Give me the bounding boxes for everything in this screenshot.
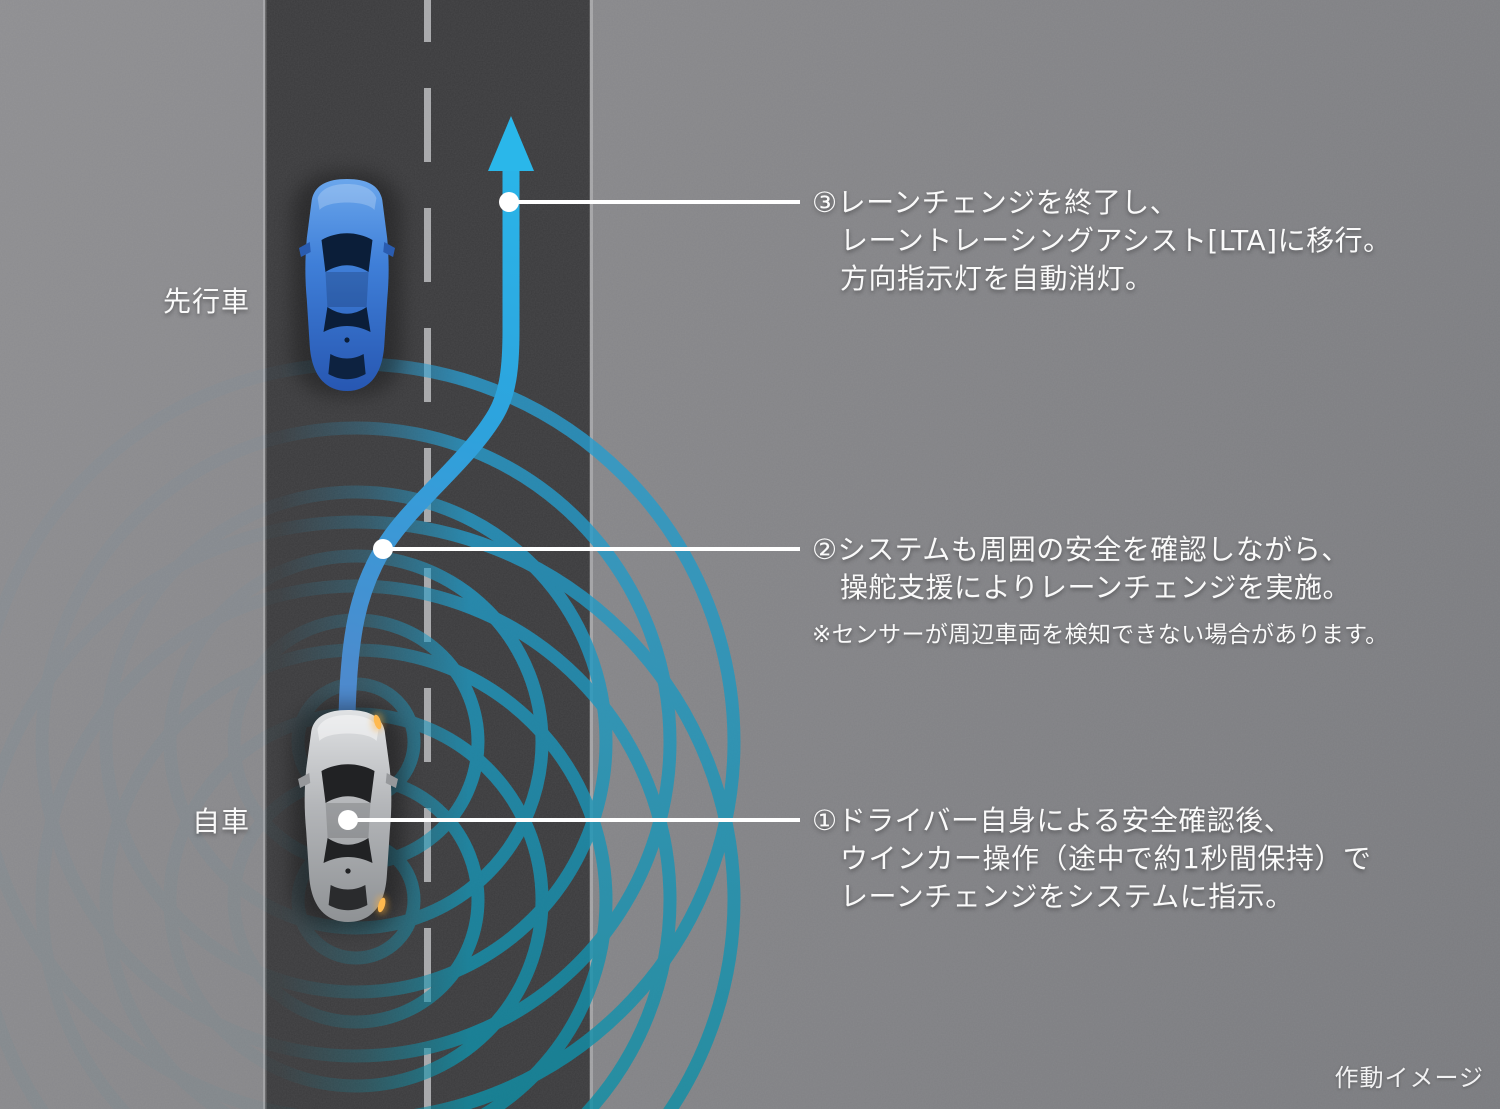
step1-line-1: ①ドライバー自身による安全確認後、: [812, 804, 1293, 837]
road-edge-line-right: [589, 0, 593, 1109]
left-mirror: [298, 242, 311, 257]
step2-callout-text: ②システムも周囲の安全を確認しながら、 操舵支援によりレーンチェンジを実施。 ※…: [812, 531, 1388, 654]
own-car-label: 自車: [191, 805, 250, 838]
operation-image-watermark: 作動イメージ: [1334, 1064, 1484, 1092]
preceding-car-label: 先行車: [162, 285, 250, 318]
windshield: [321, 764, 375, 803]
preceding-car: [298, 179, 396, 391]
rear-window: [323, 307, 371, 332]
step2-line-1: ②システムも周囲の安全を確認しながら、: [812, 533, 1350, 566]
step1-callout-text: ①ドライバー自身による安全確認後、 ウインカー操作（途中で約1秒間保持）で レー…: [812, 802, 1371, 916]
left-mirror: [298, 773, 311, 788]
right-turn-signal-icon: [371, 712, 388, 915]
step3-line-1: ③レーンチェンジを終了し、: [812, 186, 1179, 219]
right-mirror: [383, 242, 396, 257]
step3-callout-dot: [499, 192, 519, 212]
step3-line-3: 方向指示灯を自動消灯。: [840, 262, 1154, 295]
step3-line-2: レーントレーシングアシスト[LTA]に移行。: [840, 224, 1392, 257]
step2-note: ※センサーが周辺車両を検知できない場合があります。: [812, 622, 1389, 648]
road-edge-line-left: [263, 0, 267, 1109]
step1-line-3: レーンチェンジをシステムに指示。: [840, 880, 1294, 913]
step2-callout-dot: [373, 539, 393, 559]
step1-callout-dot: [338, 810, 358, 830]
right-mirror: [385, 773, 398, 788]
windshield: [321, 233, 373, 272]
step2-line-2: 操舵支援によりレーンチェンジを実施。: [840, 571, 1352, 604]
rear-window: [323, 838, 373, 863]
step1-line-2: ウインカー操作（途中で約1秒間保持）で: [840, 842, 1372, 875]
step3-callout-text: ③レーンチェンジを終了し、 レーントレーシングアシスト[LTA]に移行。 方向指…: [812, 184, 1392, 298]
trajectory-arrowhead-icon: [488, 116, 534, 171]
callout-connectors: [348, 200, 800, 822]
lane-change-trajectory-path: [338, 168, 520, 756]
